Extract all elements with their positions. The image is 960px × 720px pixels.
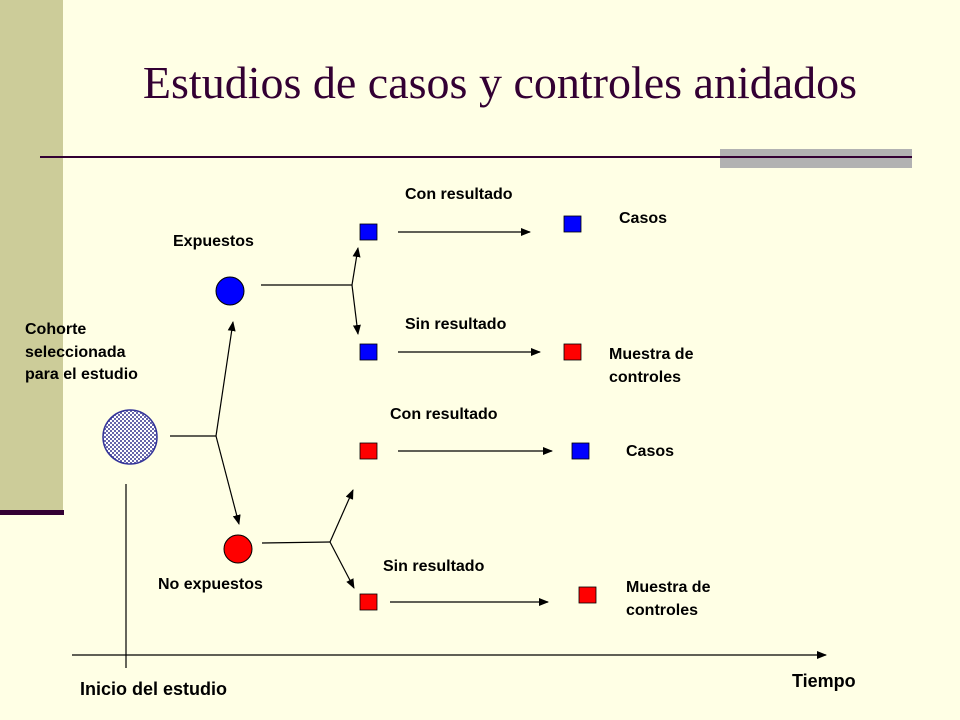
unexposed-circle — [223, 534, 253, 564]
slide-title: Estudios de casos y controles anidados — [142, 57, 858, 108]
cohort-label-line-2: seleccionada — [25, 344, 126, 361]
unexposed-with-result-square — [359, 442, 378, 460]
cohort-label-line-3: para el estudio — [25, 366, 138, 383]
controls-2-square — [578, 586, 597, 604]
title-rule — [40, 156, 912, 158]
unexposed-with-result-label: Con resultado — [390, 406, 498, 423]
study-start-label: Inicio del estudio — [80, 679, 228, 699]
exposed-label: Expuestos — [173, 233, 254, 250]
unexposed-without-result-square — [359, 593, 378, 611]
exposed-branch — [261, 247, 361, 335]
cases-2-label: Casos — [626, 443, 675, 460]
controls-1-label-line-2: controles — [609, 369, 682, 386]
exposed-circle — [215, 276, 245, 306]
title-rule-accent — [720, 149, 912, 168]
cases-2-square — [571, 442, 590, 460]
unexposed-without-result-label: Sin resultado — [383, 558, 485, 575]
controls-2-label-line-2: controles — [626, 602, 699, 619]
controls-1-label-line-1: Muestra de — [609, 346, 694, 363]
unexposed-label: No expuestos — [158, 576, 263, 593]
controls-1-square — [563, 343, 582, 361]
exposed-with-result-label: Con resultado — [405, 186, 513, 203]
side-accent-underline — [0, 510, 64, 515]
cases-1-label: Casos — [619, 210, 668, 227]
cohort-circle — [102, 409, 158, 465]
exposed-with-result-square — [359, 223, 378, 241]
cohort-label-line-1: Cohorte — [25, 321, 87, 338]
exposed-without-result-label: Sin resultado — [405, 316, 507, 333]
time-axis-label: Tiempo — [792, 671, 856, 691]
controls-2-label-line-1: Muestra de — [626, 579, 711, 596]
unexposed-branch — [261, 489, 355, 589]
exposed-without-result-square — [359, 343, 378, 361]
cohort-branch — [170, 321, 241, 525]
side-accent-bar — [0, 0, 63, 512]
cases-1-square — [563, 215, 582, 233]
